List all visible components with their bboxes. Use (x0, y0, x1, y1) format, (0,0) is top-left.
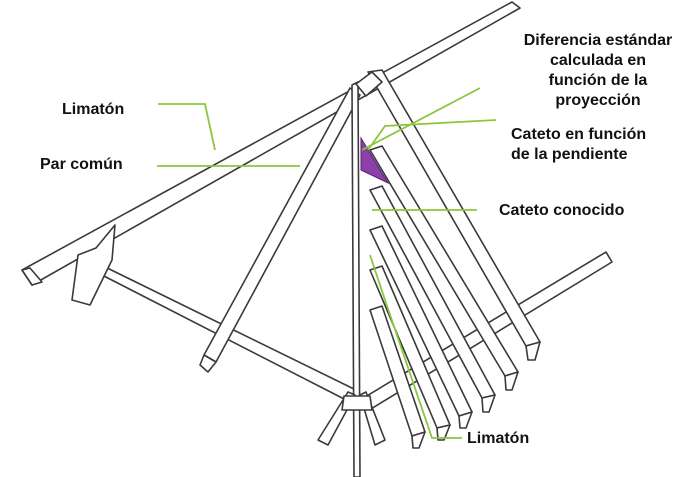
upper-hip-beam-end (21, 267, 43, 286)
common-rafter-foot (199, 354, 217, 373)
leader-hip-top (158, 103, 216, 151)
label-common-rafter: Par común (40, 156, 123, 173)
leader-lines (157, 87, 497, 439)
ridge-block (355, 71, 383, 97)
label-known-leg: Cateto conocido (499, 202, 625, 219)
label-hip-bottom: Limatón (467, 430, 529, 447)
left-hanging-piece (71, 224, 116, 306)
central-vertical-hip (351, 81, 361, 477)
label-hip-top: Limatón (62, 101, 124, 118)
leader-slope-leg (367, 119, 497, 151)
label-slope-leg-2: de la pendiente (511, 146, 628, 163)
bottom-hanger (317, 391, 386, 446)
label-difference-3: función de la (549, 72, 648, 89)
jack-rafters (367, 69, 541, 449)
label-difference-4: proyección (555, 92, 640, 109)
label-difference-2: calculada en (550, 52, 646, 69)
leader-difference (361, 87, 481, 151)
leader-hip-bottom (369, 254, 462, 439)
label-difference-1: Diferencia estándar (524, 32, 673, 49)
label-slope-leg-1: Cateto en función (511, 126, 646, 143)
